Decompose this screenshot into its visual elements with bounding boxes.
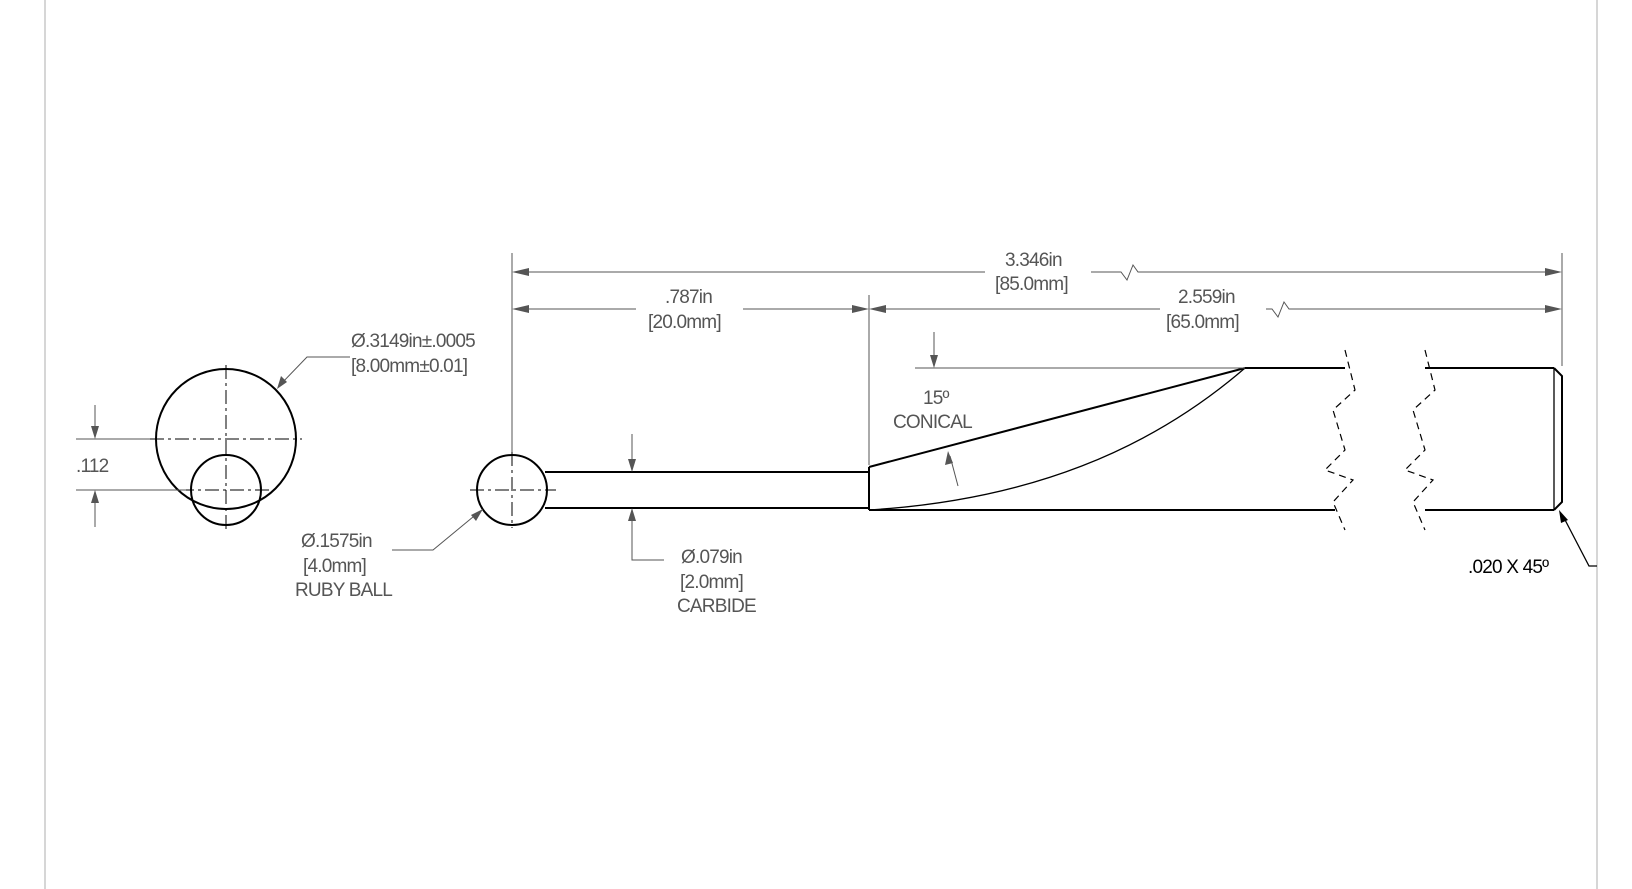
ball-diameter-callout: Ø.1575in [4.0mm] RUBY BALL bbox=[295, 509, 483, 601]
offset-label: .112 bbox=[76, 456, 109, 477]
cone-top-edge bbox=[868, 367, 1246, 468]
chamfer-label: .020 X 45º bbox=[1468, 557, 1549, 578]
stem-diameter-in: Ø.079in bbox=[681, 547, 742, 568]
overall-length-dimension: 3.346in [85.0mm] bbox=[512, 250, 1562, 295]
ball-diameter-leader bbox=[392, 511, 480, 551]
stem-diameter-callout: Ø.079in [2.0mm] CARBIDE bbox=[628, 434, 757, 617]
stem-length-mm: [20.0mm] bbox=[648, 312, 721, 333]
overall-length-mm: [85.0mm] bbox=[995, 274, 1068, 295]
cone-angle-arrow-bottom bbox=[945, 451, 953, 465]
chamfer-callout: .020 X 45º bbox=[1468, 510, 1597, 578]
chamfer-arrow bbox=[1559, 510, 1568, 523]
stem-material: CARBIDE bbox=[677, 596, 756, 617]
stem-diameter-mm: [2.0mm] bbox=[680, 572, 743, 593]
offset-arrow-bottom bbox=[91, 490, 99, 503]
stem-arrow-right bbox=[852, 305, 869, 313]
cone-angle-callout: 15º CONICAL bbox=[893, 332, 1245, 487]
shank-diameter-mm: [8.00mm±0.01] bbox=[351, 356, 467, 377]
overall-arrow-left bbox=[512, 268, 529, 276]
ball-diameter-mm: [4.0mm] bbox=[303, 556, 366, 577]
chamfer-leader bbox=[1562, 515, 1597, 567]
stem-length-in: .787in bbox=[665, 287, 712, 308]
shank-dim-line-right bbox=[1266, 300, 1559, 319]
cone-angle-arrow-top bbox=[930, 355, 938, 368]
overall-length-in: 3.346in bbox=[1005, 250, 1062, 271]
shank-length-dimension: 2.559in [65.0mm] bbox=[869, 287, 1562, 333]
stem-diameter-leader-bottom bbox=[631, 512, 664, 561]
cone-angle-value: 15º bbox=[923, 388, 950, 409]
shank-diameter-arrow bbox=[277, 376, 287, 389]
ball-diameter-in: Ø.1575in bbox=[301, 531, 372, 552]
shank-arrow-right bbox=[1545, 305, 1562, 313]
stem-diameter-arrow-top bbox=[628, 459, 636, 472]
break-line-right bbox=[1403, 349, 1436, 531]
shank-chamfered-end bbox=[1553, 367, 1563, 511]
cone-helix-curve bbox=[868, 367, 1246, 511]
break-line-left bbox=[1323, 349, 1356, 531]
overall-dim-line-right bbox=[1091, 263, 1559, 282]
shank-diameter-in: Ø.3149in±.0005 bbox=[351, 331, 475, 352]
stem-length-dimension: .787in [20.0mm] bbox=[512, 287, 869, 333]
shank-arrow-left bbox=[869, 305, 886, 313]
shank-length-mm: [65.0mm] bbox=[1166, 312, 1239, 333]
side-view: 3.346in [85.0mm] .787in [20.0mm] 2.559in… bbox=[295, 250, 1597, 617]
ball-material: RUBY BALL bbox=[295, 580, 392, 601]
offset-dimension: .112 bbox=[76, 405, 186, 527]
stem-arrow-left bbox=[512, 305, 529, 313]
offset-arrow-top bbox=[91, 426, 99, 439]
overall-arrow-right bbox=[1545, 268, 1562, 276]
ball-diameter-arrow bbox=[471, 509, 483, 521]
stem-diameter-arrow-bottom bbox=[628, 508, 636, 521]
shank-diameter-leader bbox=[279, 356, 350, 386]
shank-diameter-callout: Ø.3149in±.0005 [8.00mm±0.01] bbox=[277, 331, 476, 389]
cone-angle-label: CONICAL bbox=[893, 412, 972, 433]
shank-length-in: 2.559in bbox=[1178, 287, 1235, 308]
end-view: .112 Ø.3149in±.0005 [8.00mm±0.01] bbox=[76, 331, 476, 532]
